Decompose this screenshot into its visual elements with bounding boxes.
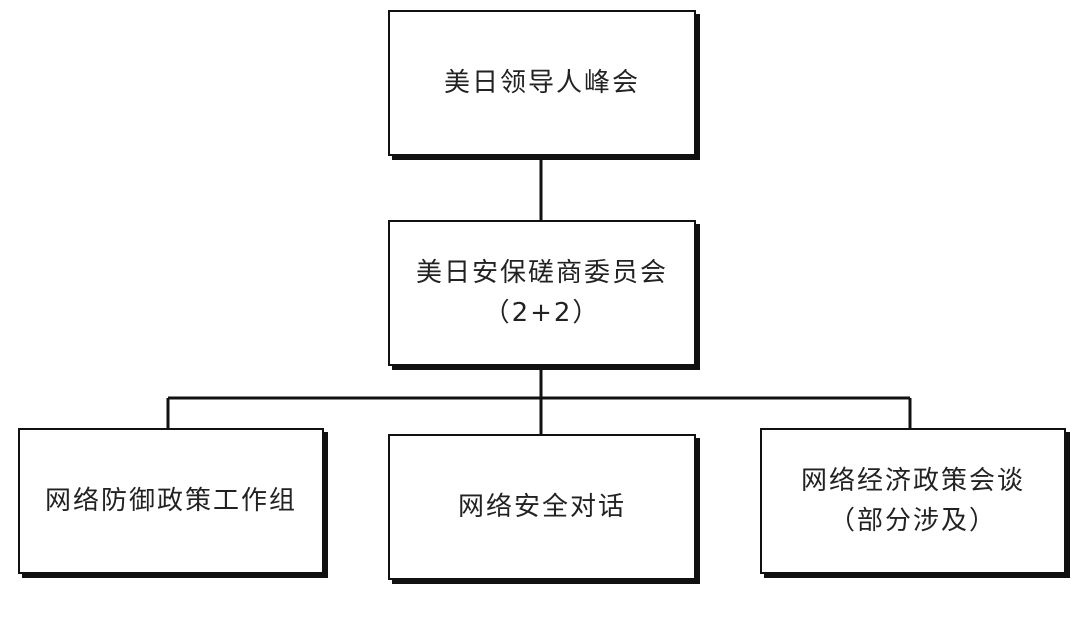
node-cyber-defense-label: 网络防御政策工作组 (44, 485, 297, 516)
node-cyber-dialogue-label: 网络安全对话 (457, 491, 626, 522)
node-economic-talks: 网络经济政策会谈 （部分涉及） (760, 428, 1066, 574)
node-cyber-dialogue: 网络安全对话 (388, 434, 696, 580)
node-economic-talks-sublabel: （部分涉及） (828, 506, 997, 536)
node-summit: 美日领导人峰会 (388, 10, 696, 156)
node-cyber-defense: 网络防御政策工作组 (18, 428, 324, 574)
node-committee-sublabel: （2+2） (483, 298, 601, 328)
node-committee: 美日安保磋商委员会 （2+2） (388, 220, 696, 366)
node-summit-label: 美日领导人峰会 (443, 67, 640, 98)
node-economic-talks-label: 网络经济政策会谈 (800, 465, 1025, 496)
node-committee-label: 美日安保磋商委员会 (415, 257, 668, 288)
